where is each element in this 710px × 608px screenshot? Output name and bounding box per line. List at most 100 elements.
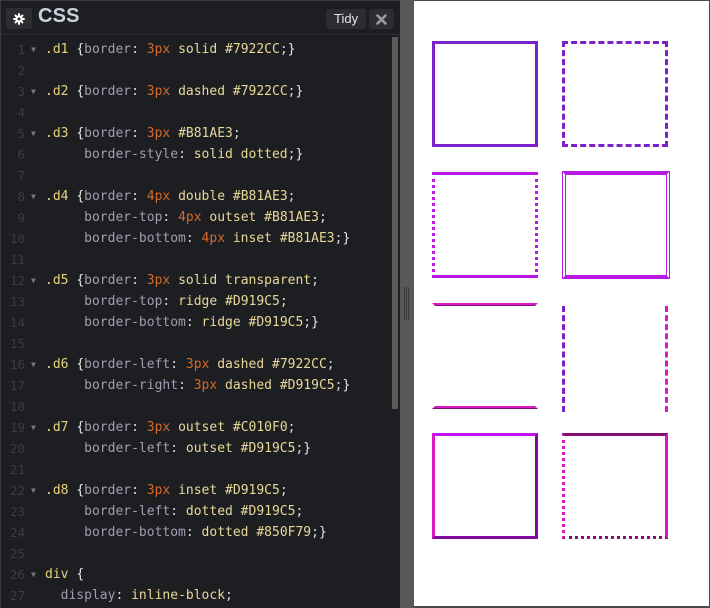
fold-arrow-icon[interactable]: ▼ — [31, 570, 36, 579]
token-punc: ; — [295, 504, 304, 519]
fold-arrow-icon[interactable]: ▼ — [31, 87, 36, 96]
token-punc: : — [131, 273, 147, 288]
token-punc: : — [162, 294, 179, 309]
token-val: dotted #D919C5 — [185, 504, 296, 519]
code-line[interactable]: 6 border-style: solid dotted;} — [1, 144, 391, 165]
line-number: 3 — [17, 84, 25, 99]
gear-icon — [13, 12, 25, 25]
code-line[interactable]: 14 border-bottom: ridge #D919C5;} — [1, 312, 391, 333]
token-num: 3px — [146, 84, 171, 99]
code-text: border-right: 3px dashed #D919C5;} — [45, 375, 350, 396]
token-brace: } — [287, 42, 296, 57]
token-punc: ; — [279, 294, 288, 309]
token-sel: .d3 — [45, 126, 77, 141]
fold-arrow-icon[interactable]: ▼ — [31, 423, 36, 432]
code-line[interactable]: 25 — [1, 543, 391, 564]
token-sel: .d6 — [45, 357, 77, 372]
code-line[interactable]: 18 — [1, 396, 391, 417]
code-text: .d7 {border: 3px outset #C010F0; — [45, 417, 295, 438]
code-text: .d1 {border: 3px solid #7922CC;} — [45, 39, 295, 60]
token-num: 4px — [201, 231, 226, 246]
code-text: border-left: outset #D919C5;} — [45, 438, 311, 459]
resize-divider[interactable] — [400, 0, 414, 608]
code-line[interactable]: 9 border-top: 4px outset #B81AE3; — [1, 207, 391, 228]
token-punc: ; — [279, 42, 288, 57]
token-punc: : — [178, 378, 194, 393]
fold-arrow-icon[interactable]: ▼ — [31, 360, 36, 369]
token-prop: border — [84, 420, 132, 435]
line-number: 10 — [9, 231, 25, 246]
token-val: double #B81AE3 — [170, 189, 288, 204]
code-line[interactable]: 17 border-right: 3px dashed #D919C5;} — [1, 375, 391, 396]
code-line[interactable]: 19 ▼ .d7 {border: 3px outset #C010F0; — [1, 417, 391, 438]
code-line[interactable]: 2 — [1, 60, 391, 81]
preview-box-d4 — [562, 171, 670, 279]
token-val: dotted #850F79 — [201, 525, 312, 540]
token-prop: border-bottom — [84, 231, 186, 246]
token-val — [45, 231, 84, 246]
code-line[interactable]: 15 — [1, 333, 391, 354]
settings-button[interactable] — [6, 8, 32, 29]
token-brace: { — [76, 357, 85, 372]
preview-box-d8 — [562, 433, 668, 539]
line-number: 19 — [9, 420, 25, 435]
token-val: solid dotted — [193, 147, 288, 162]
line-number: 6 — [17, 147, 25, 162]
fold-arrow-icon[interactable]: ▼ — [31, 192, 36, 201]
code-line[interactable]: 26▼div { — [1, 564, 391, 585]
code-line[interactable]: 22▼.d8 {border: 3px inset #D919C5; — [1, 480, 391, 501]
editor-scrollbar[interactable] — [392, 37, 398, 409]
line-number: 1 — [17, 42, 25, 57]
preview-box-d1 — [432, 41, 538, 147]
code-line[interactable]: 3▼.d2 {border: 3px dashed #7922CC;} — [1, 81, 391, 102]
code-line[interactable]: 5▼.d3 {border: 3px #B81AE3; — [1, 123, 391, 144]
token-prop: display — [60, 588, 116, 603]
fold-arrow-icon[interactable]: ▼ — [31, 486, 36, 495]
code-line[interactable]: 8▼.d4 {border: 4px double #B81AE3; — [1, 186, 391, 207]
fold-arrow-icon[interactable]: ▼ — [31, 45, 36, 54]
code-line[interactable]: 23 border-left: dotted #D919C5; — [1, 501, 391, 522]
close-icon — [376, 13, 387, 25]
line-number: 2 — [17, 63, 25, 78]
code-line[interactable]: 20 border-left: outset #D919C5;} — [1, 438, 391, 459]
token-val: solid #7922CC — [170, 42, 280, 57]
token-prop: border-left — [84, 357, 171, 372]
code-text: border-bottom: dotted #850F79;} — [45, 522, 327, 543]
close-button[interactable] — [369, 9, 394, 29]
token-sel: .d1 — [45, 42, 77, 57]
fold-arrow-icon[interactable]: ▼ — [31, 276, 36, 285]
token-num: 3px — [146, 483, 171, 498]
token-brace: { — [76, 567, 85, 582]
token-punc: : — [185, 315, 202, 330]
token-prop: border — [84, 273, 132, 288]
code-line[interactable]: 12▼.d5 {border: 3px solid transparent; — [1, 270, 391, 291]
code-line[interactable]: 1 ▼ .d1 {border: 3px solid #7922CC;} — [1, 39, 391, 60]
token-punc: : — [170, 357, 186, 372]
code-line[interactable]: 7 — [1, 165, 391, 186]
token-punc: ; — [311, 525, 319, 540]
code-line[interactable]: 27 display: inline-block; — [1, 585, 391, 606]
token-sel: div — [45, 567, 77, 582]
token-prop: border — [84, 84, 132, 99]
token-punc: : — [170, 504, 186, 519]
line-number: 21 — [9, 462, 25, 477]
code-line[interactable]: 11 — [1, 249, 391, 270]
tidy-button[interactable]: Tidy — [326, 9, 367, 29]
code-line[interactable]: 4 — [1, 102, 391, 123]
token-punc: ; — [225, 588, 233, 603]
code-line[interactable]: 10 border-bottom: 4px inset #B81AE3;} — [1, 228, 391, 249]
line-number: 23 — [9, 504, 25, 519]
code-text: border-style: solid dotted;} — [45, 144, 303, 165]
code-text: border-left: dotted #D919C5; — [45, 501, 303, 522]
token-brace: { — [76, 126, 85, 141]
code-line[interactable]: 21 — [1, 459, 391, 480]
code-line[interactable]: 24 border-bottom: dotted #850F79;} — [1, 522, 391, 543]
code-line[interactable]: 16▼.d6 {border-left: 3px dashed #7922CC; — [1, 354, 391, 375]
token-num: 3px — [146, 420, 171, 435]
fold-arrow-icon[interactable]: ▼ — [31, 129, 36, 138]
token-punc: ; — [232, 126, 241, 141]
token-punc: ; — [311, 273, 319, 288]
token-punc: : — [162, 210, 179, 225]
code-line[interactable]: 13 border-top: ridge #D919C5; — [1, 291, 391, 312]
